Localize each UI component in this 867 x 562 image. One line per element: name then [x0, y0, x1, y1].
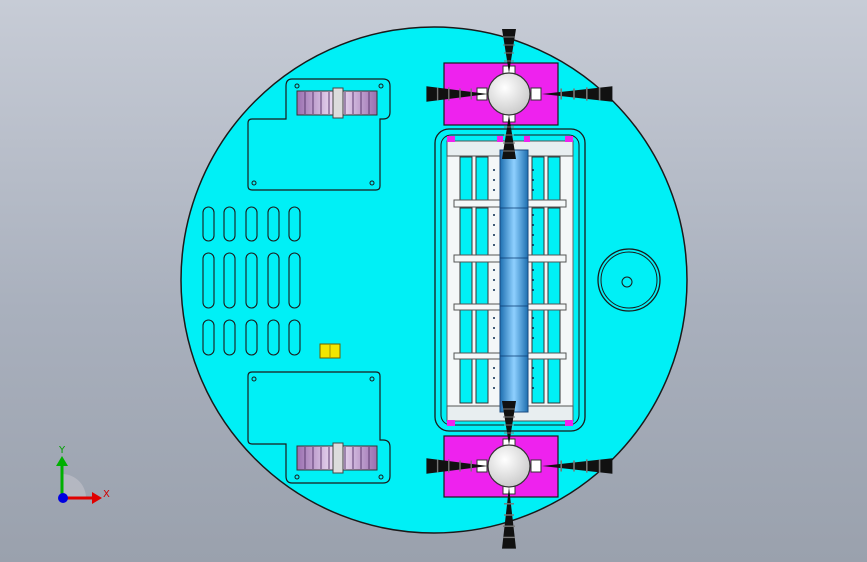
- axis-label-y: Y: [58, 445, 66, 456]
- brush-roller[interactable]: [499, 149, 529, 413]
- axis-label-x: X: [103, 489, 110, 500]
- side-brush-hub-bottom[interactable]: [487, 444, 531, 488]
- side-brush-hub-top[interactable]: [487, 72, 531, 116]
- wheel-module-bottom[interactable]: [247, 371, 391, 484]
- wheel-module-top[interactable]: [247, 78, 391, 191]
- vent-slots: [202, 206, 301, 356]
- caster-wheel[interactable]: [597, 248, 661, 312]
- coordinate-axes-icon[interactable]: [56, 456, 102, 504]
- main-brush-assembly[interactable]: [434, 128, 586, 432]
